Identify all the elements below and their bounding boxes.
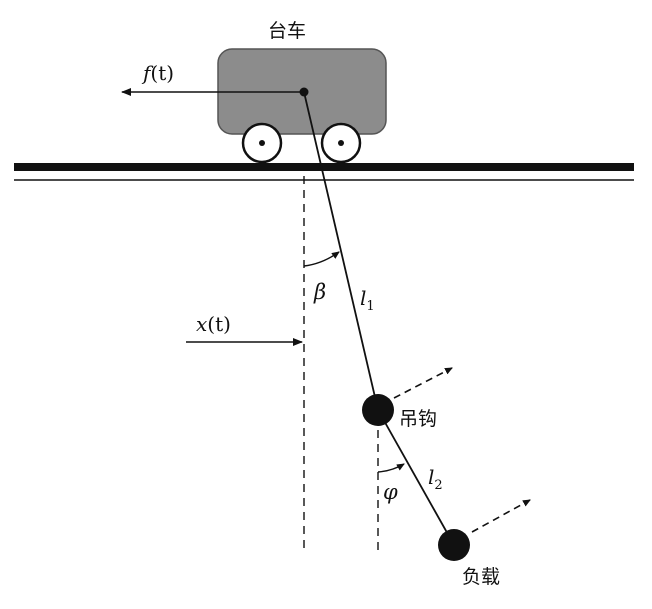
hook-label: 吊钩 <box>399 408 437 430</box>
load-velocity-arrow <box>472 500 530 532</box>
angle-phi-arc <box>378 464 404 472</box>
load-mass <box>438 529 470 561</box>
rope-l2-label: l2 <box>428 465 443 493</box>
angle-beta-label: β <box>313 280 326 304</box>
angle-phi-label: φ <box>383 480 398 504</box>
trolley-label: 台车 <box>268 20 306 42</box>
hook-velocity-arrow <box>394 368 452 398</box>
trolley <box>218 49 386 162</box>
trolley-wheel-right <box>322 124 360 162</box>
force-label: f(t) <box>141 61 174 85</box>
position-label: x(t) <box>196 312 231 336</box>
rope-l1-label: l1 <box>360 286 375 314</box>
angle-beta-arc <box>304 252 339 266</box>
trolley-wheel-left <box>243 124 281 162</box>
hook-mass <box>362 394 394 426</box>
rail <box>14 163 634 171</box>
load-label: 负载 <box>462 566 500 588</box>
